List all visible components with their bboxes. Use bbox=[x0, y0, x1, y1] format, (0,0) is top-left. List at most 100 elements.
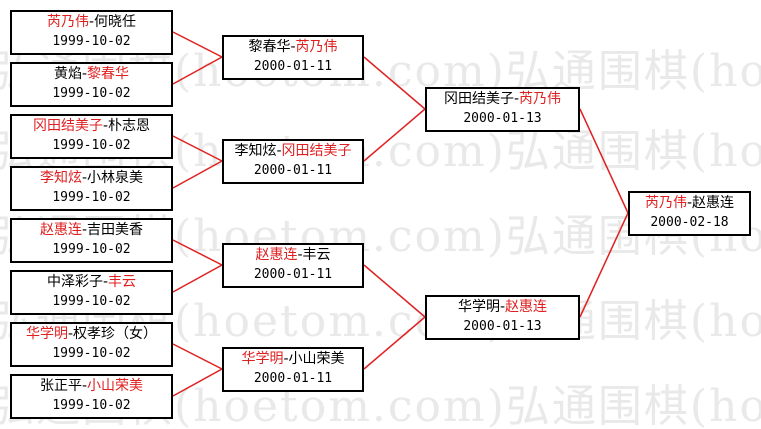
winner-name: 小山荣美 bbox=[87, 378, 144, 394]
connector-line bbox=[579, 212, 629, 318]
player-name: 黎春华 bbox=[248, 39, 291, 55]
player-separator: - bbox=[290, 39, 296, 55]
connector-line bbox=[172, 56, 223, 85]
winner-name: 丰云 bbox=[108, 274, 137, 290]
connector-line bbox=[172, 264, 223, 293]
player-name: 华学明 bbox=[457, 299, 500, 315]
match-date: 2000-01-11 bbox=[253, 163, 333, 178]
player-separator: - bbox=[276, 143, 282, 159]
match-box: 冈田结美子-芮乃伟 2000-01-13 bbox=[425, 87, 580, 132]
match-date: 1999-10-02 bbox=[52, 242, 131, 257]
winner-name: 华学明 bbox=[25, 326, 68, 342]
winner-name: 赵惠连 bbox=[39, 222, 82, 238]
player-separator: - bbox=[81, 66, 88, 82]
player-name: 张正平 bbox=[39, 378, 82, 394]
connector-line bbox=[579, 108, 629, 214]
match-date: 1999-10-02 bbox=[52, 138, 131, 153]
player-name: 何晓任 bbox=[94, 14, 137, 30]
match-box: 芮乃伟-何晓任 1999-10-02 bbox=[10, 10, 173, 55]
winner-name: 芮乃伟 bbox=[295, 39, 338, 55]
winner-name: 芮乃伟 bbox=[519, 91, 562, 107]
match-players: 李知炫-小林泉美 bbox=[12, 168, 171, 188]
player-name: 朴志恩 bbox=[108, 118, 151, 134]
winner-name: 芮乃伟 bbox=[644, 195, 687, 211]
match-date: 2000-01-13 bbox=[463, 319, 542, 334]
match-date: 1999-10-02 bbox=[52, 346, 131, 361]
player-name: 小山荣美 bbox=[288, 351, 345, 367]
connector-line bbox=[363, 56, 426, 110]
player-name: 吉田美香 bbox=[87, 222, 144, 238]
player-separator: - bbox=[81, 222, 88, 238]
match-box: 赵惠连-吉田美香 1999-10-02 bbox=[10, 218, 173, 263]
match-players: 黄焰-黎春华 bbox=[12, 64, 171, 84]
match-date: 1999-10-02 bbox=[52, 398, 131, 413]
player-separator: - bbox=[499, 299, 506, 315]
connector-line bbox=[363, 108, 426, 162]
winner-name: 赵惠连 bbox=[505, 299, 548, 315]
winner-name: 华学明 bbox=[241, 351, 284, 367]
player-name: 赵惠连 bbox=[692, 195, 735, 211]
player-separator: - bbox=[81, 170, 88, 186]
match-box: 黄焰-黎春华 1999-10-02 bbox=[10, 62, 173, 107]
match-players: 张正平-小山荣美 bbox=[12, 376, 171, 396]
match-box: 冈田结美子-朴志恩 1999-10-02 bbox=[10, 114, 173, 159]
player-name: 黄焰 bbox=[53, 66, 82, 82]
match-box: 赵惠连-丰云 2000-01-11 bbox=[222, 243, 364, 288]
match-players: 芮乃伟-何晓任 bbox=[12, 12, 171, 32]
match-players: 芮乃伟-赵惠连 bbox=[630, 193, 749, 213]
match-date: 2000-01-11 bbox=[253, 371, 333, 386]
player-separator: - bbox=[686, 195, 693, 211]
match-box: 张正平-小山荣美 1999-10-02 bbox=[10, 374, 173, 419]
player-name: 丰云 bbox=[302, 247, 331, 263]
match-date: 1999-10-02 bbox=[52, 34, 131, 49]
player-separator: - bbox=[513, 91, 520, 107]
match-box: 中泽彩子-丰云 1999-10-02 bbox=[10, 270, 173, 315]
match-box: 华学明-小山荣美 2000-01-11 bbox=[222, 347, 364, 392]
connector-line bbox=[172, 368, 223, 397]
match-players: 赵惠连-丰云 bbox=[224, 245, 362, 265]
connector-line bbox=[172, 31, 223, 58]
player-separator: - bbox=[81, 378, 88, 394]
match-date: 2000-01-11 bbox=[253, 267, 333, 282]
connector-line bbox=[363, 264, 426, 318]
player-name: 权孝珍（女） bbox=[73, 326, 158, 342]
player-name: 小林泉美 bbox=[87, 170, 144, 186]
match-players: 华学明-小山荣美 bbox=[224, 349, 362, 369]
connector-line bbox=[363, 316, 426, 370]
match-players: 华学明-权孝珍（女） bbox=[12, 324, 171, 344]
match-players: 黎春华-芮乃伟 bbox=[224, 37, 362, 57]
player-separator: - bbox=[67, 326, 74, 342]
player-separator: - bbox=[102, 274, 109, 290]
player-name: 李知炫 bbox=[234, 143, 277, 159]
match-date: 2000-02-18 bbox=[650, 215, 729, 230]
match-players: 赵惠连-吉田美香 bbox=[12, 220, 171, 240]
player-separator: - bbox=[283, 351, 289, 367]
match-box: 华学明-权孝珍（女） 1999-10-02 bbox=[10, 322, 173, 367]
player-name: 中泽彩子 bbox=[46, 274, 103, 290]
winner-name: 黎春华 bbox=[87, 66, 130, 82]
match-date: 2000-01-11 bbox=[253, 59, 333, 74]
connector-line bbox=[172, 343, 223, 370]
match-box: 黎春华-芮乃伟 2000-01-11 bbox=[222, 35, 364, 80]
connector-line bbox=[172, 135, 223, 162]
match-date: 1999-10-02 bbox=[52, 294, 131, 309]
match-players: 李知炫-冈田结美子 bbox=[224, 141, 362, 161]
match-date: 1999-10-02 bbox=[52, 86, 131, 101]
winner-name: 芮乃伟 bbox=[46, 14, 89, 30]
winner-name: 赵惠连 bbox=[255, 247, 298, 263]
match-date: 1999-10-02 bbox=[52, 190, 131, 205]
final-match-box: 芮乃伟-赵惠连 2000-02-18 bbox=[628, 191, 751, 236]
match-players: 华学明-赵惠连 bbox=[427, 297, 578, 317]
match-date: 2000-01-13 bbox=[463, 111, 542, 126]
connector-line bbox=[172, 160, 223, 189]
winner-name: 冈田结美子 bbox=[32, 118, 103, 134]
connector-line bbox=[172, 239, 223, 266]
match-box: 李知炫-冈田结美子 2000-01-11 bbox=[222, 139, 364, 184]
match-players: 冈田结美子-朴志恩 bbox=[12, 116, 171, 136]
match-players: 中泽彩子-丰云 bbox=[12, 272, 171, 292]
winner-name: 李知炫 bbox=[39, 170, 82, 186]
player-name: 冈田结美子 bbox=[443, 91, 514, 107]
match-box: 李知炫-小林泉美 1999-10-02 bbox=[10, 166, 173, 211]
winner-name: 冈田结美子 bbox=[281, 143, 352, 159]
